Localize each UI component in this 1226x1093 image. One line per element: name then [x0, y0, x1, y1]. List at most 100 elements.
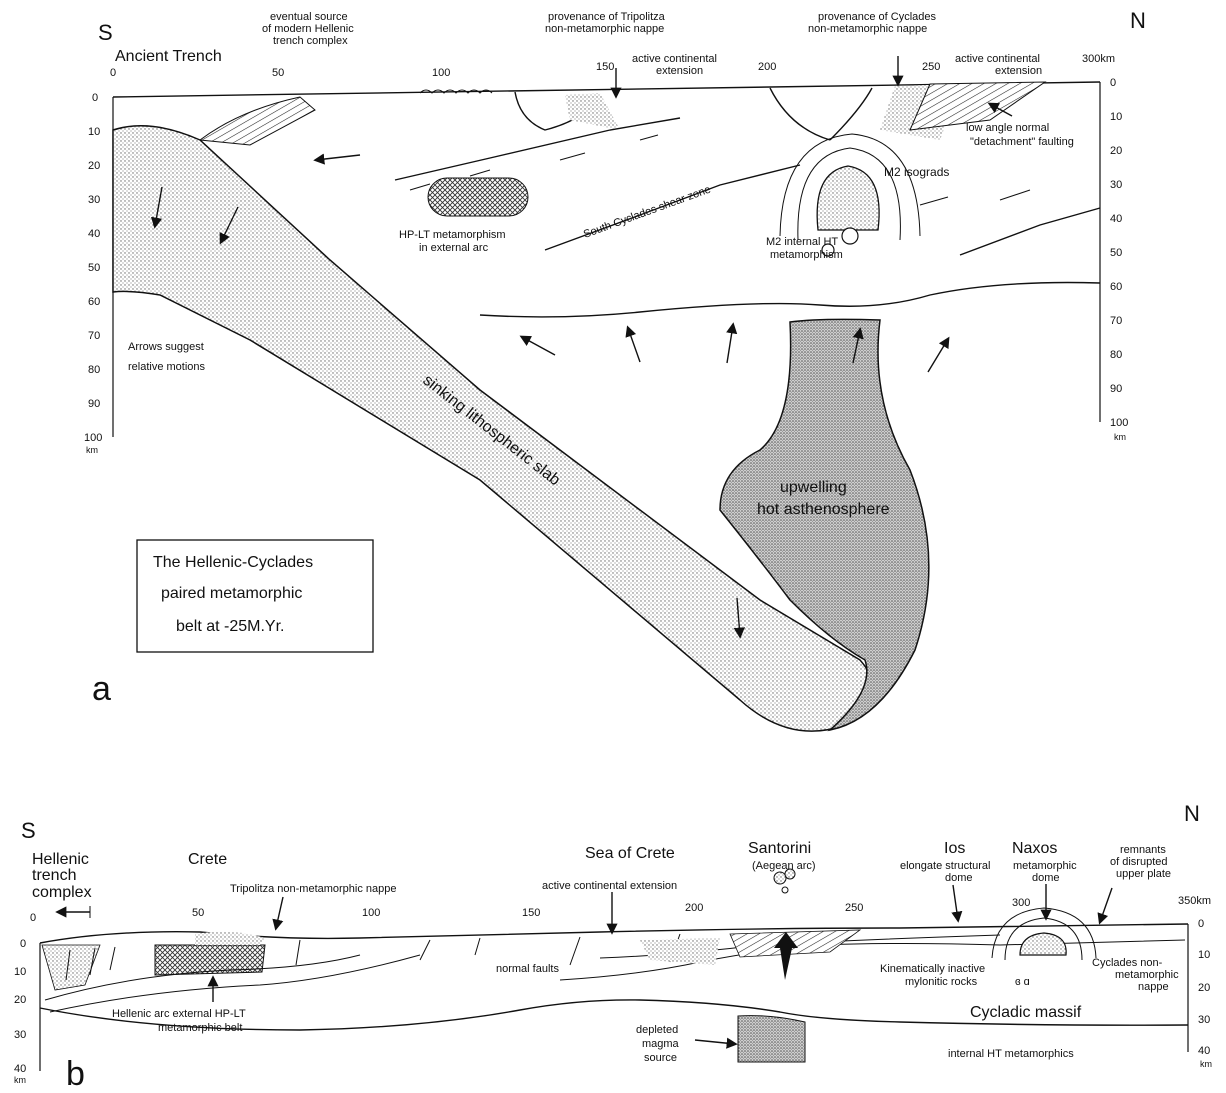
depth-tick: 30: [14, 1029, 26, 1041]
scale-tick: 50: [272, 67, 284, 79]
title-line: paired metamorphic: [161, 585, 302, 602]
active-extension-label: extension: [656, 65, 703, 77]
depleted-magma-source: [738, 1016, 805, 1062]
scale-tick: 100: [432, 67, 450, 79]
active-extension-label: active continental extension: [542, 880, 677, 892]
scale-tick: 200: [758, 61, 776, 73]
depth-tick: 0: [20, 938, 26, 950]
ht-blob: [842, 228, 858, 244]
cyclades-nappe-label: metamorphic: [1115, 969, 1179, 981]
cyclades-nappe-label: Cyclades non-: [1092, 957, 1163, 969]
tripolitza-provenance-label: provenance of Tripolitza: [548, 11, 666, 23]
shear-zone-label: South Cyclades shear zone: [582, 184, 713, 241]
panel-b: S N b 0 50 100 150 200 250 300 350km 0 1…: [14, 801, 1212, 1093]
remnants-label: of disrupted: [1110, 856, 1167, 868]
cyclades-provenance-label: provenance of Cyclades: [818, 11, 937, 23]
depth-tick: 80: [1110, 349, 1122, 361]
depth-tick: 80: [88, 364, 100, 376]
internal-ht-label: internal HT metamorphics: [948, 1048, 1074, 1060]
hatched-wedge: [730, 930, 860, 957]
depth-tick: 30: [1198, 1014, 1210, 1026]
scale-tick: 0: [110, 67, 116, 79]
ht-blob-glyph: ɞ ɑ: [1015, 976, 1030, 988]
upwelling-label: hot asthenosphere: [757, 501, 890, 518]
hellenic-belt-label: Hellenic arc external HP-LT: [112, 1008, 246, 1020]
naxos-label: Naxos: [1012, 840, 1057, 857]
depth-tick: 30: [88, 194, 100, 206]
scale-tick: 350km: [1178, 895, 1211, 907]
panel-a-north-label: N: [1130, 8, 1146, 33]
m2-dome: [817, 166, 879, 230]
crete-label: Crete: [188, 851, 227, 868]
ios-label: Ios: [944, 840, 965, 857]
tripolitza-label: Tripolitza non-metamorphic nappe: [230, 883, 397, 895]
ios-desc: dome: [945, 872, 973, 884]
depth-tick: 0: [1110, 77, 1116, 89]
trench-wedge: [200, 97, 315, 145]
scale-tick: 150: [596, 61, 614, 73]
lithosphere-base: [480, 283, 1100, 317]
depth-unit: km: [1200, 1059, 1212, 1069]
hp-lt-belt: [155, 945, 265, 975]
trench-complex-label: complex: [32, 884, 92, 901]
eruption-cloud-icon: [774, 872, 786, 884]
scale-tick: 50: [192, 907, 204, 919]
depth-tick: 90: [1110, 383, 1122, 395]
naxos-desc: metamorphic: [1013, 860, 1077, 872]
eventual-source-label: trench complex: [273, 35, 348, 47]
tripolitza-nappe-source: [565, 93, 620, 130]
scale-tick: 0: [30, 912, 36, 924]
basin-outline: [770, 88, 830, 140]
depth-unit: km: [86, 445, 98, 455]
tripolitza-provenance-label: non-metamorphic nappe: [545, 23, 664, 35]
santorini-label: Santorini: [748, 840, 811, 857]
kinematic-label: Kinematically inactive: [880, 963, 985, 975]
depleted-label: depleted: [636, 1024, 678, 1036]
cyclades-nappe-label: nappe: [1138, 981, 1169, 993]
scale-tick: 300: [1012, 897, 1030, 909]
eventual-source-label: of modern Hellenic: [262, 23, 354, 35]
basin-fill: [640, 938, 720, 965]
panel-a-south-label: S: [98, 20, 113, 45]
depth-unit: km: [14, 1075, 26, 1085]
shear-zone-right: [960, 208, 1100, 255]
depth-tick: 20: [14, 994, 26, 1006]
panel-a: S N a Ancient Trench 0 50 100 150 200 25…: [84, 8, 1146, 731]
hp-lt-label: HP-LT metamorphism: [399, 229, 506, 241]
title-line: belt at -25M.Yr.: [176, 618, 285, 635]
scale-tick: 250: [922, 61, 940, 73]
depth-tick: 20: [1110, 145, 1122, 157]
depth-tick: 10: [1110, 111, 1122, 123]
depth-tick: 50: [88, 262, 100, 274]
depth-tick: 90: [88, 398, 100, 410]
depth-tick: 100: [84, 432, 102, 444]
depth-tick: 40: [1110, 213, 1122, 225]
depth-tick: 10: [1198, 949, 1210, 961]
scale-tick: 300km: [1082, 53, 1115, 65]
basin-outline: [830, 88, 872, 140]
naxos-dome: [1020, 933, 1066, 955]
arrows-note: Arrows suggest: [128, 341, 204, 353]
depth-tick: 10: [88, 126, 100, 138]
sea-of-crete-label: Sea of Crete: [585, 845, 675, 862]
depleted-label: source: [644, 1052, 677, 1064]
scale-tick: 100: [362, 907, 380, 919]
depth-tick: 60: [1110, 281, 1122, 293]
panel-a-letter: a: [92, 670, 111, 708]
panel-b-north-label: N: [1184, 801, 1200, 826]
aegean-arc-label: (Aegean arc): [752, 860, 816, 872]
panel-a-depth-axis-left: 0 10 20 30 40 50 60 70 80 90 100 km: [84, 92, 113, 455]
normal-faults-label: normal faults: [496, 963, 559, 975]
cycladic-massif-label: Cycladic massif: [970, 1004, 1082, 1021]
depth-unit: km: [1114, 432, 1126, 442]
eruption-cloud-icon: [782, 887, 788, 893]
depth-tick: 10: [14, 966, 26, 978]
depth-tick: 20: [1198, 982, 1210, 994]
depth-tick: 50: [1110, 247, 1122, 259]
shear-zone-upper: [395, 118, 680, 180]
panel-b-letter: b: [66, 1055, 85, 1093]
depth-tick: 60: [88, 296, 100, 308]
m2-internal-label: M2 internal HT: [766, 236, 838, 248]
m2-internal-label: metamorphism: [770, 249, 843, 261]
